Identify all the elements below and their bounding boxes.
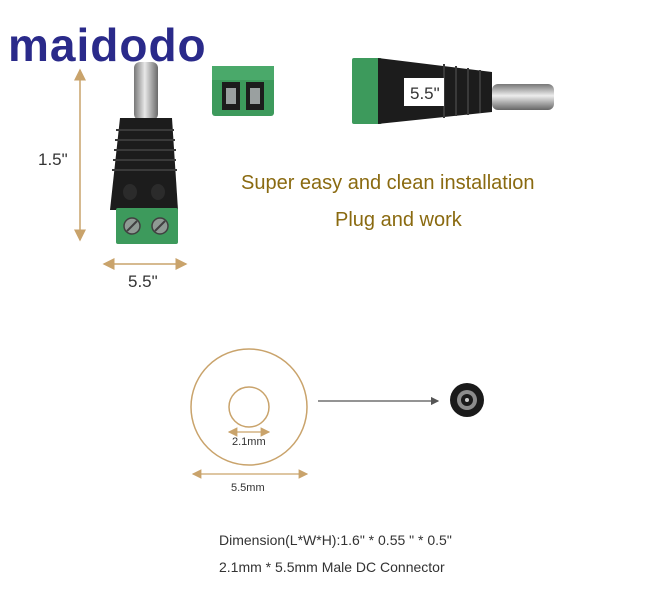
dimension-caption: Dimension(L*W*H):1.6" * 0.55 " * 0.5" <box>219 532 452 548</box>
outer-diameter-label: 5.5mm <box>231 482 265 494</box>
connector-front-view <box>110 62 178 244</box>
terminal-block-view <box>212 66 274 116</box>
connector-side-view <box>352 58 554 124</box>
tagline-installation: Super easy and clean installation <box>241 172 535 194</box>
tagline-plug: Plug and work <box>335 209 462 231</box>
height-label: 1.5" <box>38 150 68 169</box>
product-name-caption: 2.1mm * 5.5mm Male DC Connector <box>219 559 445 575</box>
inner-diameter-label: 2.1mm <box>232 436 266 448</box>
dimension-diagram <box>190 348 440 479</box>
width-label: 5.5" <box>128 272 158 291</box>
jack-end-view <box>450 383 484 417</box>
side-diameter-label: 5.5" <box>410 84 440 103</box>
brand-logo: maidodo <box>8 19 207 71</box>
